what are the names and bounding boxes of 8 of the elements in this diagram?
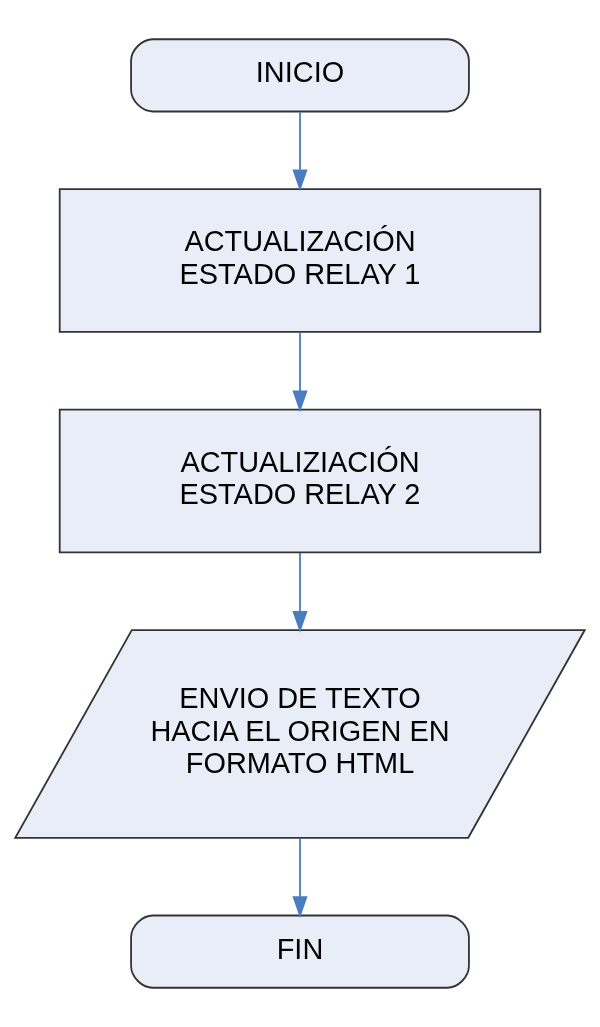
node-box: INICIO xyxy=(130,38,470,113)
node-box: ACTUALIZIACIÓN ESTADO RELAY 2 xyxy=(58,408,542,554)
node-box: FIN xyxy=(130,914,470,989)
arrow xyxy=(292,837,308,918)
node-box: ACTUALIZACIÓN ESTADO RELAY 1 xyxy=(58,188,542,333)
arrow xyxy=(292,552,308,633)
arrow xyxy=(292,331,308,413)
arrow xyxy=(292,111,308,192)
